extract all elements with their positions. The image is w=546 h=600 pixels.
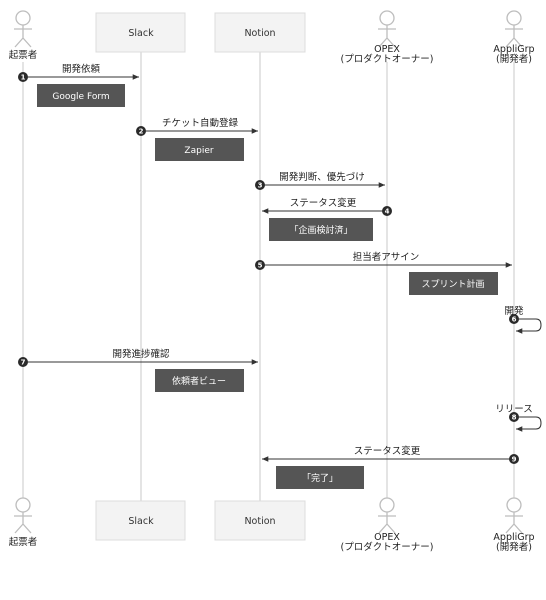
participant-label-notion: Notion bbox=[244, 28, 275, 39]
message-number-2: 2 bbox=[139, 128, 144, 136]
participant-box-notion-bottom bbox=[214, 500, 306, 541]
participant-label-opex: OPEX bbox=[374, 44, 400, 55]
message-label-6: 開発 bbox=[504, 305, 524, 317]
notes: Google Form Zapier 「企画検討済」 スプリント計画 依頼者ビュ… bbox=[37, 84, 498, 489]
message-number-6: 6 bbox=[512, 316, 517, 324]
message-label-5: 担当者アサイン bbox=[353, 251, 420, 263]
actor-body-icon bbox=[378, 512, 396, 534]
message-number-7: 7 bbox=[21, 359, 26, 367]
participants-top: 起票者 Slack Notion OPEX (プロダクトオーナー) AppliG… bbox=[9, 10, 535, 65]
message-number-badge-2 bbox=[136, 126, 146, 136]
message-number-badge-9 bbox=[509, 454, 519, 464]
participant-label-requester: 起票者 bbox=[9, 50, 38, 61]
message-number-badge-8 bbox=[509, 412, 519, 422]
message-arrow-8 bbox=[514, 416, 542, 432]
message-number-badge-6 bbox=[509, 314, 519, 324]
message-number-8: 8 bbox=[512, 414, 517, 422]
message-label-1: 開発依頼 bbox=[62, 63, 101, 75]
note-label-requester-view: 依頼者ビュー bbox=[172, 375, 226, 387]
actor-body-icon bbox=[14, 25, 32, 48]
message-number-badge-4 bbox=[382, 206, 392, 216]
actor-requester-top bbox=[14, 10, 32, 48]
note-label-google-form: Google Form bbox=[52, 92, 109, 102]
actor-head-icon bbox=[15, 497, 31, 513]
actor-head-icon bbox=[15, 10, 31, 26]
message-number-5: 5 bbox=[258, 262, 263, 270]
actor-requester-bottom bbox=[14, 497, 32, 534]
actor-head-icon bbox=[379, 497, 395, 513]
message-label-2: チケット自動登録 bbox=[162, 117, 239, 129]
participant-label-appligrp-bottom: AppliGrp bbox=[493, 532, 534, 543]
message-label-8: リリース bbox=[495, 404, 533, 415]
message-number-1: 1 bbox=[21, 74, 26, 82]
note-label-sprint-planning: スプリント計画 bbox=[421, 278, 484, 290]
note-box-sprint-planning bbox=[409, 272, 498, 295]
message-number-badge-3 bbox=[255, 180, 265, 190]
message-number-4: 4 bbox=[385, 208, 390, 216]
message-label-9: ステータス変更 bbox=[354, 445, 421, 457]
message-label-4: ステータス変更 bbox=[290, 197, 357, 209]
actor-head-icon bbox=[379, 10, 395, 26]
participant-label-slack: Slack bbox=[128, 28, 154, 39]
participant-sublabel-appligrp-bottom: (開発者) bbox=[496, 541, 532, 553]
message-arrow-6 bbox=[514, 318, 542, 334]
actor-opex-top bbox=[378, 10, 396, 48]
note-box-requester-view bbox=[155, 369, 244, 392]
actor-body-icon bbox=[14, 512, 32, 534]
messages: 1 開発依頼 2 チケット自動登録 3 開発判断、優先づけ 4 ステータス変更 … bbox=[18, 63, 542, 464]
message-number-3: 3 bbox=[258, 182, 263, 190]
actor-body-icon bbox=[505, 512, 523, 534]
message-label-7: 開発進捗確認 bbox=[112, 348, 170, 360]
actor-head-icon bbox=[506, 497, 522, 513]
note-label-zapier: Zapier bbox=[184, 146, 213, 156]
actor-opex-bottom bbox=[378, 497, 396, 534]
actor-head-icon bbox=[506, 10, 522, 26]
participant-label-notion-bottom: Notion bbox=[244, 516, 275, 527]
actor-appligrp-top bbox=[505, 10, 523, 48]
participant-box-slack bbox=[95, 12, 186, 53]
participants-bottom: 起票者 Slack Notion OPEX (プロダクトオーナー) AppliG… bbox=[9, 497, 535, 553]
note-box-done-status bbox=[276, 466, 364, 489]
participant-label-appligrp: AppliGrp bbox=[493, 44, 534, 55]
participant-box-slack-bottom bbox=[95, 500, 186, 541]
message-number-badge-7 bbox=[18, 357, 28, 367]
actor-body-icon bbox=[378, 25, 396, 48]
message-number-badge-1 bbox=[18, 72, 28, 82]
participant-sublabel-opex: (プロダクトオーナー) bbox=[341, 53, 434, 65]
participant-label-requester-bottom: 起票者 bbox=[9, 537, 38, 548]
actor-appligrp-bottom bbox=[505, 497, 523, 534]
actor-body-icon bbox=[505, 25, 523, 48]
participant-sublabel-opex-bottom: (プロダクトオーナー) bbox=[341, 541, 434, 553]
participant-label-slack-bottom: Slack bbox=[128, 516, 154, 527]
participant-box-notion bbox=[214, 12, 306, 53]
participant-label-opex-bottom: OPEX bbox=[374, 532, 400, 543]
note-box-zapier bbox=[155, 138, 244, 161]
message-label-3: 開発判断、優先づけ bbox=[279, 171, 365, 183]
note-label-planned-status: 「企画検討済」 bbox=[289, 224, 352, 236]
note-box-google-form bbox=[37, 84, 125, 107]
message-number-9: 9 bbox=[512, 456, 517, 464]
participant-sublabel-appligrp: (開発者) bbox=[496, 53, 532, 65]
note-label-done-status: 「完了」 bbox=[302, 472, 338, 484]
message-number-badge-5 bbox=[255, 260, 265, 270]
note-box-planned-status bbox=[269, 218, 373, 241]
